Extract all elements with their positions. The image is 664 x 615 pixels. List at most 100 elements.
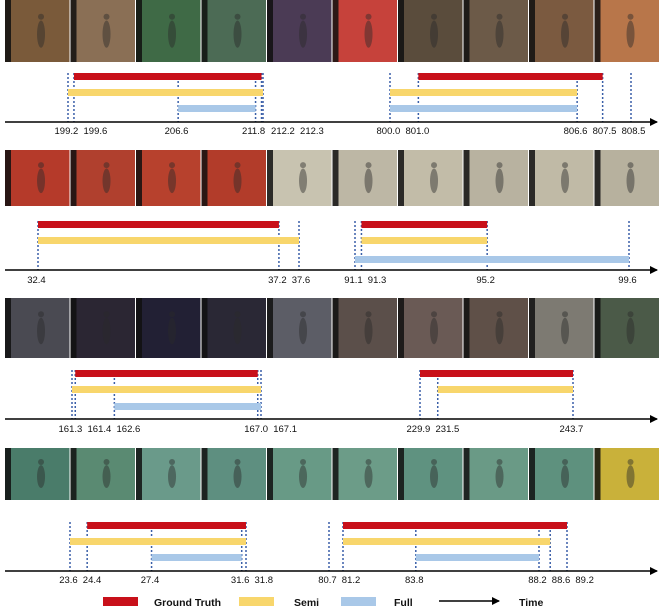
video-frame-border bbox=[332, 0, 339, 62]
tick-label: 24.4 bbox=[83, 575, 102, 586]
tick-label: 81.2 bbox=[342, 575, 361, 586]
video-frame-thumbnail bbox=[136, 448, 201, 500]
tick-label: 807.5 bbox=[593, 126, 617, 137]
full-bar bbox=[151, 554, 242, 561]
tick-label: 27.4 bbox=[141, 575, 160, 586]
video-frame-border bbox=[398, 298, 404, 358]
video-frame-thumbnail bbox=[332, 298, 397, 358]
video-frame-thumbnail bbox=[398, 298, 463, 358]
tick-guides bbox=[71, 370, 574, 419]
athlete-head bbox=[169, 311, 176, 318]
video-frame-thumbnail bbox=[267, 0, 332, 62]
athlete-silhouette bbox=[561, 168, 570, 194]
tick-label: 31.6 bbox=[231, 575, 250, 586]
ground-truth-bar bbox=[361, 221, 488, 228]
athlete-silhouette bbox=[430, 168, 439, 194]
video-frame-border bbox=[70, 0, 77, 62]
video-frame-border bbox=[201, 448, 208, 500]
video-frame-thumbnail bbox=[529, 448, 594, 500]
video-frame-border bbox=[267, 0, 273, 62]
tick-guides bbox=[69, 522, 568, 571]
ground-truth-bar bbox=[87, 522, 246, 529]
video-frame-border bbox=[398, 150, 404, 206]
video-frame-thumbnail bbox=[267, 150, 332, 206]
video-frame-border bbox=[70, 448, 77, 500]
video-frame-thumbnail bbox=[594, 448, 659, 500]
tick-label: 167.0 bbox=[244, 424, 268, 435]
athlete-silhouette bbox=[626, 168, 635, 194]
athlete-silhouette bbox=[430, 317, 439, 345]
ground-truth-bar bbox=[73, 73, 262, 80]
athlete-head bbox=[300, 459, 307, 466]
video-frame-border bbox=[332, 150, 339, 206]
semi-bar bbox=[343, 538, 551, 545]
tick-label: 83.8 bbox=[405, 575, 424, 586]
tick-label: 801.0 bbox=[406, 126, 430, 137]
video-frame-border bbox=[5, 0, 11, 62]
athlete-silhouette bbox=[299, 20, 308, 48]
tick-label: 23.6 bbox=[59, 575, 77, 586]
athlete-silhouette bbox=[495, 317, 504, 345]
athlete-head bbox=[365, 311, 372, 318]
tick-label: 199.6 bbox=[84, 126, 108, 137]
athlete-head bbox=[169, 162, 176, 169]
ground-truth-bar bbox=[38, 221, 279, 228]
full-bar bbox=[390, 105, 578, 112]
legend-label-full: Full bbox=[394, 597, 413, 609]
video-frame-border bbox=[594, 448, 601, 500]
video-frame-thumbnail bbox=[267, 298, 332, 358]
video-frame-thumbnail bbox=[136, 150, 201, 206]
video-frame-border bbox=[201, 298, 208, 358]
video-frame-thumbnail bbox=[594, 0, 659, 62]
tick-label: 211.8 bbox=[242, 126, 265, 137]
video-frame-thumbnail bbox=[70, 0, 135, 62]
video-frame-border bbox=[136, 448, 142, 500]
video-frame-strip bbox=[5, 0, 659, 62]
video-frame-border bbox=[594, 150, 601, 206]
video-frame-border bbox=[594, 0, 601, 62]
athlete-silhouette bbox=[37, 20, 46, 48]
video-frame-thumbnail bbox=[5, 150, 70, 206]
tick-label: 37.2 bbox=[268, 275, 287, 286]
athlete-head bbox=[300, 13, 307, 20]
athlete-head bbox=[234, 311, 241, 318]
video-frame-thumbnail bbox=[594, 150, 659, 206]
full-bar bbox=[415, 554, 539, 561]
athlete-head bbox=[562, 459, 569, 466]
video-frame-border bbox=[529, 298, 535, 358]
athlete-head bbox=[38, 459, 45, 466]
athlete-head bbox=[627, 459, 634, 466]
semi-bar bbox=[72, 386, 261, 393]
legend-label-ground-truth: Ground Truth bbox=[154, 597, 221, 609]
tick-label: 229.9 bbox=[407, 424, 431, 435]
athlete-head bbox=[169, 459, 176, 466]
athlete-head bbox=[496, 311, 503, 318]
athlete-silhouette bbox=[37, 317, 46, 345]
athlete-head bbox=[300, 162, 307, 169]
video-frame-thumbnail bbox=[5, 448, 70, 500]
tick-label: 80.7 bbox=[318, 575, 337, 586]
athlete-silhouette bbox=[233, 317, 242, 345]
athlete-head bbox=[234, 13, 241, 20]
video-frame-border bbox=[267, 448, 273, 500]
video-frame-thumbnail bbox=[529, 298, 594, 358]
video-frame-border bbox=[201, 0, 208, 62]
athlete-head bbox=[169, 13, 176, 20]
athlete-head bbox=[103, 13, 110, 20]
athlete-head bbox=[234, 162, 241, 169]
video-frame-thumbnail bbox=[5, 298, 70, 358]
tick-label: 167.1 bbox=[273, 424, 297, 435]
athlete-silhouette bbox=[102, 168, 111, 194]
tick-label: 161.4 bbox=[88, 424, 112, 435]
athlete-head bbox=[103, 459, 110, 466]
video-frame-thumbnail bbox=[136, 0, 201, 62]
tick-label: 212.2 bbox=[271, 126, 295, 137]
video-frame-thumbnail bbox=[463, 298, 528, 358]
legend-swatch-full bbox=[341, 597, 376, 606]
athlete-head bbox=[496, 459, 503, 466]
video-frame-border bbox=[529, 150, 535, 206]
athlete-silhouette bbox=[233, 168, 242, 194]
tick-label: 206.6 bbox=[165, 126, 189, 137]
athlete-silhouette bbox=[168, 168, 177, 194]
